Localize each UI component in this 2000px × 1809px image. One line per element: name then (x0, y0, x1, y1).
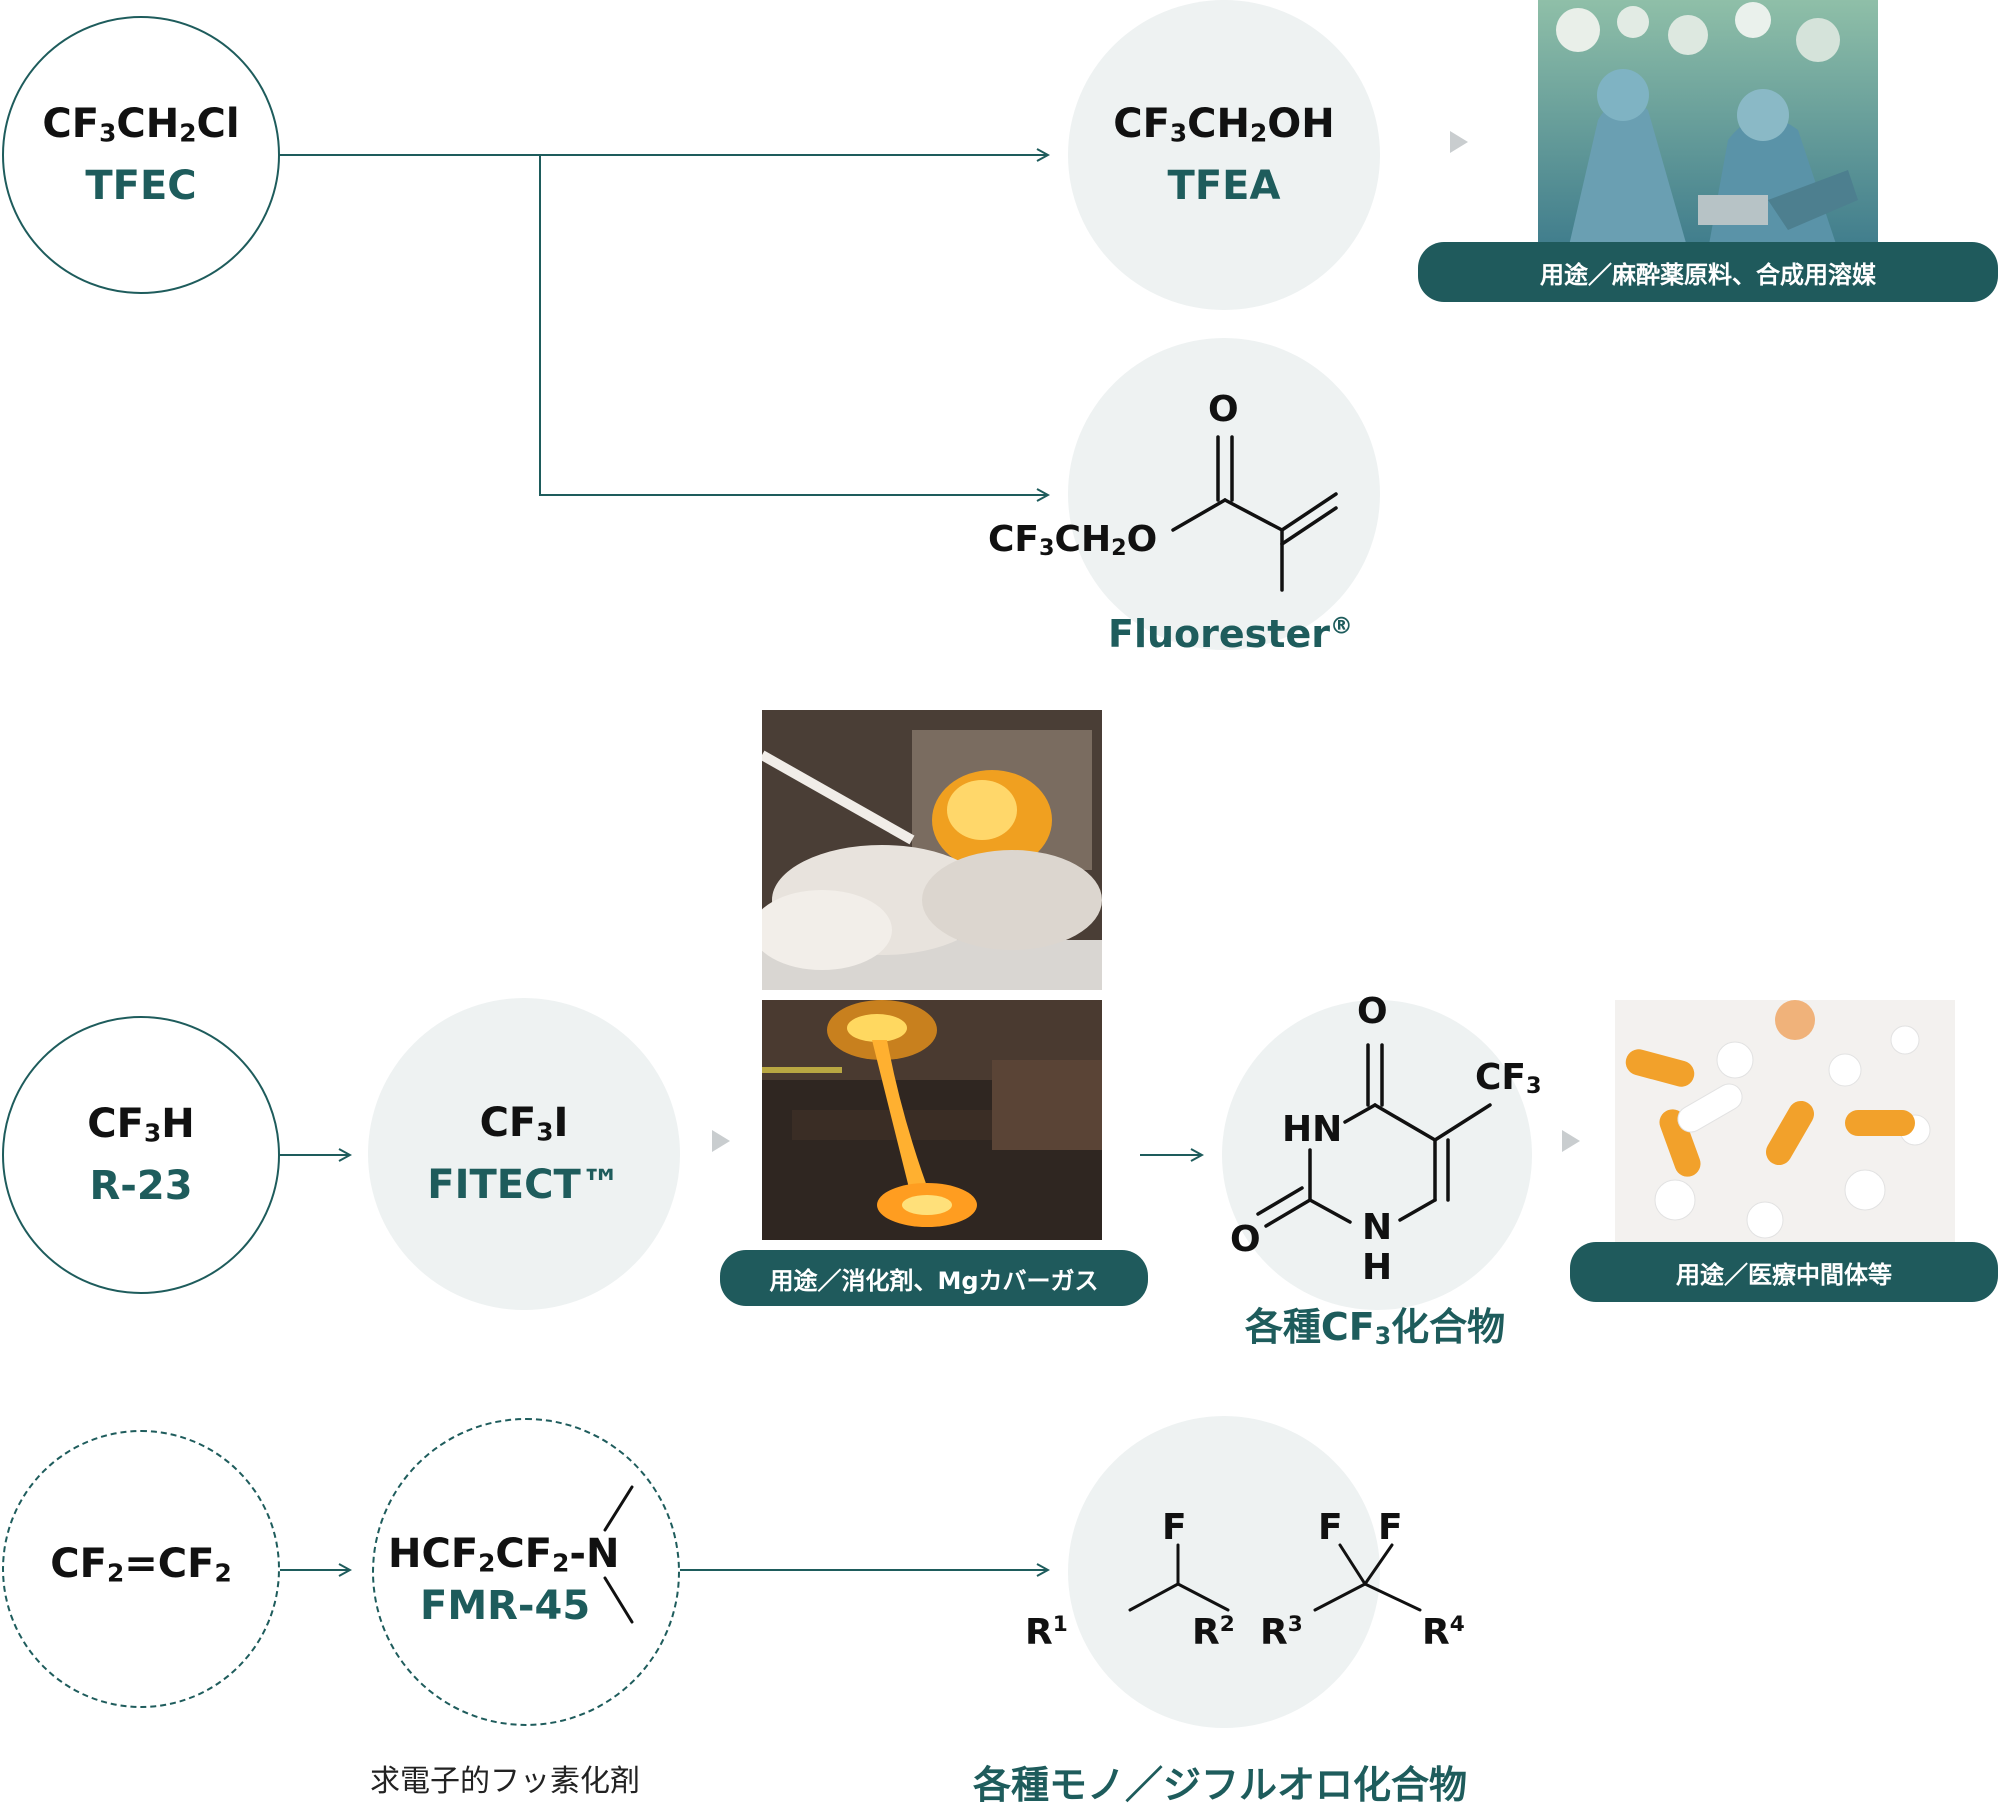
fluorester-circle (1068, 338, 1380, 650)
fluoro-r3: R3 (1260, 1611, 1303, 1653)
arrow-to-fire-icon (712, 1130, 730, 1152)
tfea-use-pill: 用途／麻酔薬原料、合成用溶媒 (1418, 242, 1998, 302)
tfea-formula: CF3CH2OH (1113, 101, 1335, 148)
surgery-photo (1538, 0, 1878, 250)
r23-node: CF3H R-23 (2, 1016, 280, 1294)
tfec-formula: CF3CH2Cl (42, 101, 240, 148)
uracil-cf3: CF3 (1475, 1057, 1542, 1100)
tfec-name: TFEC (85, 162, 197, 209)
fluoro-compounds-name: 各種モノ／ジフルオロ化合物 (972, 1763, 1467, 1807)
medical-use-pill: 用途／医療中間体等 (1570, 1242, 1998, 1302)
uracil-o-left: O (1230, 1219, 1261, 1260)
fmr45-caption: 求電子的フッ素化剤 (370, 1764, 640, 1799)
fitect-node: CF3I FITECT™ (368, 998, 680, 1310)
arrow-tfec-to-fluorester (539, 155, 1048, 495)
uracil-o-top: O (1357, 991, 1388, 1032)
fitect-name: FITECT™ (427, 1161, 621, 1208)
fluorester-o-atom: O (1208, 389, 1239, 430)
fitect-use-pill: 用途／消化剤、Mgカバーガス (720, 1250, 1148, 1306)
tfe-formula: CF2=CF2 (50, 1541, 232, 1588)
cf3-compounds-name: 各種CF3化合物 (1244, 1305, 1506, 1351)
fmr45-node (372, 1418, 680, 1726)
tfea-name: TFEA (1167, 162, 1281, 209)
uracil-hn: HN (1282, 1109, 1343, 1150)
fluoro-r4: R4 (1422, 1611, 1465, 1653)
fluorester-group: CF3CH2O (988, 519, 1158, 562)
r23-name: R-23 (89, 1162, 193, 1209)
fluoro-circle (1068, 1416, 1380, 1728)
uracil-n: N (1362, 1207, 1393, 1248)
uracil-h: H (1362, 1247, 1393, 1288)
fmr45-name: FMR-45 (420, 1583, 591, 1629)
fluoro-f3: F (1378, 1507, 1403, 1548)
tfec-node: CF3CH2Cl TFEC (2, 16, 280, 294)
tfea-node: CF3CH2OH TFEA (1068, 0, 1380, 310)
fluoro-r1: R1 (1025, 1611, 1068, 1653)
fluoro-f2: F (1318, 1507, 1343, 1548)
arrow-to-surgery-icon (1450, 131, 1468, 153)
tfe-node: CF2=CF2 (2, 1430, 280, 1708)
pills-photo (1615, 1000, 1955, 1250)
fluoro-r2: R2 (1192, 1611, 1235, 1653)
cf3-compounds-circle (1222, 1000, 1532, 1310)
fire-extinguishing-photo (762, 710, 1102, 990)
fluoro-f1: F (1162, 1507, 1187, 1548)
fitect-formula: CF3I (479, 1100, 569, 1147)
arrow-to-pills-icon (1562, 1130, 1580, 1152)
r23-formula: CF3H (87, 1101, 195, 1148)
molten-metal-photo (762, 1000, 1102, 1240)
fmr45-formula: HCF2CF2-N (388, 1531, 620, 1578)
fluorester-name: Fluorester® (1108, 612, 1353, 656)
